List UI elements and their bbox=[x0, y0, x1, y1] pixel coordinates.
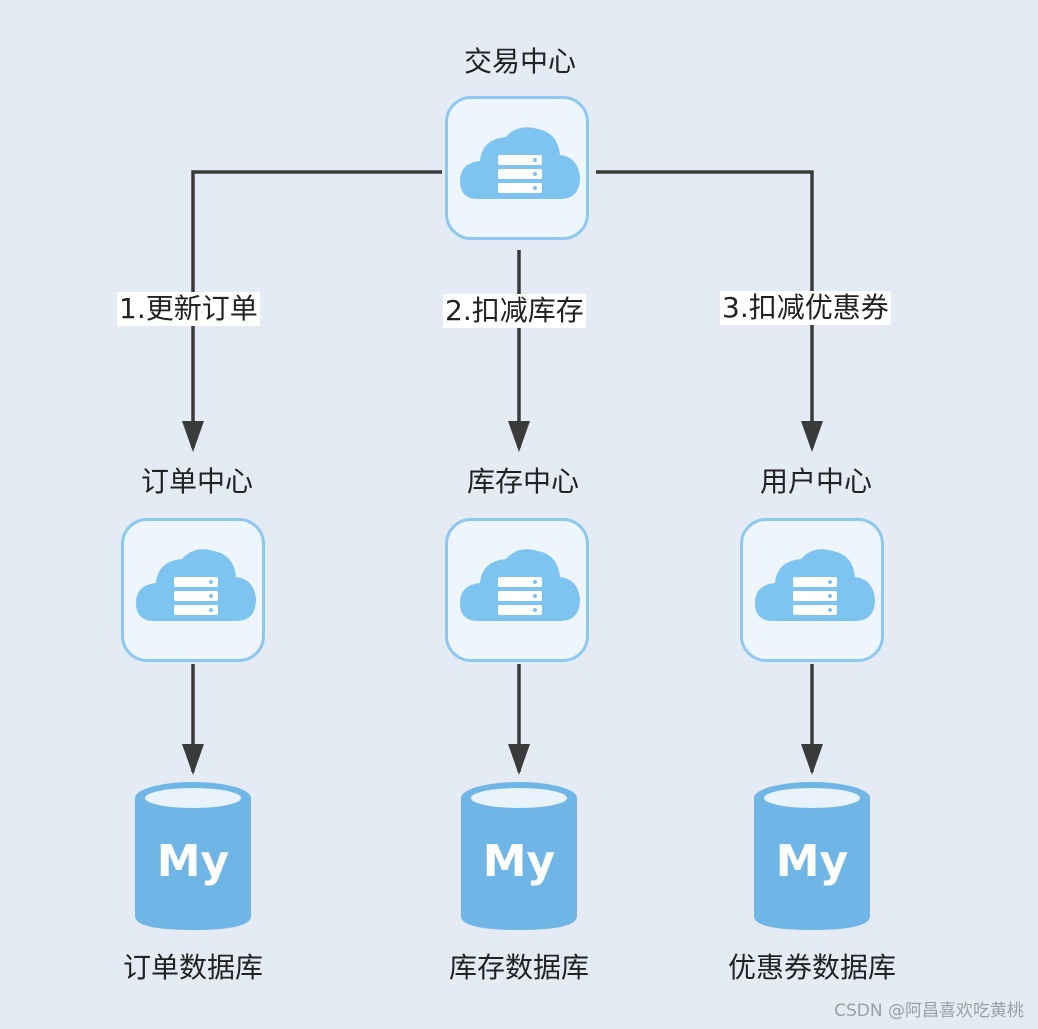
order-db-label: 订单数据库 bbox=[122, 951, 263, 984]
trade-center-title: 交易中心 bbox=[463, 45, 576, 78]
mysql-database-icon[interactable]: My bbox=[752, 780, 872, 932]
coupon-db-label: 优惠券数据库 bbox=[727, 951, 896, 984]
mysql-database-icon[interactable]: My bbox=[459, 780, 579, 932]
edge-label-deduct-inventory: 2.扣减库存 bbox=[443, 294, 586, 328]
arrowhead-user bbox=[801, 421, 823, 452]
trade-center-node[interactable] bbox=[445, 96, 589, 240]
arrowhead-inventory bbox=[508, 421, 530, 452]
user-center-title: 用户中心 bbox=[759, 465, 872, 498]
cloud-server-icon bbox=[755, 549, 875, 621]
order-center-title: 订单中心 bbox=[140, 465, 253, 498]
edge-trade-to-user bbox=[596, 170, 814, 448]
db-logo: My bbox=[776, 836, 848, 887]
edge-trade-to-order bbox=[191, 170, 442, 448]
cloud-server-icon bbox=[136, 549, 256, 621]
inventory-center-node[interactable] bbox=[445, 518, 589, 662]
cloud-server-icon bbox=[460, 127, 580, 199]
edge-label-update-order: 1.更新订单 bbox=[117, 292, 260, 326]
db-logo: My bbox=[157, 836, 229, 887]
arrowhead-user-db bbox=[801, 744, 823, 775]
db-logo: My bbox=[483, 836, 555, 887]
inventory-center-title: 库存中心 bbox=[466, 465, 579, 498]
edge-label-deduct-coupon: 3.扣减优惠券 bbox=[720, 291, 891, 325]
inventory-db-label: 库存数据库 bbox=[448, 951, 589, 984]
user-center-node[interactable] bbox=[740, 518, 884, 662]
cloud-server-icon bbox=[460, 549, 580, 621]
arrowhead-inventory-db bbox=[508, 744, 530, 775]
watermark: CSDN @阿昌喜欢吃黄桃 bbox=[834, 1001, 1024, 1021]
mysql-database-icon[interactable]: My bbox=[133, 780, 253, 932]
arrowhead-order-db bbox=[182, 744, 204, 775]
arrowhead-order bbox=[182, 421, 204, 452]
order-center-node[interactable] bbox=[121, 518, 265, 662]
